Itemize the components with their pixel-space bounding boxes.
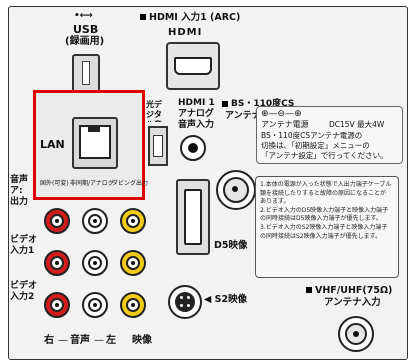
usb-section: •⟷ USB (録画用): [60, 10, 115, 94]
hdmi-analog-label2: アナログ: [178, 109, 214, 119]
note-line: の同時接続はD5映像入力端子が優先します。: [260, 215, 382, 223]
bs-label1: BS・110度CS: [231, 99, 295, 109]
antenna-polarity-symbols: ⊕—⊖—⊕: [261, 109, 302, 119]
notes-box: 1.本体の電源が入った状態で入出力端子ケーブル 類を接続したりすると故障の原因に…: [255, 176, 399, 278]
rca-jack-yellow[interactable]: [120, 208, 146, 234]
hdmi-analog-label1: HDMI 1: [178, 98, 215, 108]
bottom-left-label: 左: [106, 335, 116, 346]
bottom-right-label: 右: [44, 335, 54, 346]
optical-label: 光デジタル音声出力: [146, 100, 162, 122]
antenna-power-text3: 「アンテナ設定」で行ってください。: [261, 151, 388, 160]
s2-label: ◀ S2映像: [204, 294, 248, 305]
optical-port[interactable]: [148, 126, 168, 166]
hdmi-analog-label3: 音声入力: [178, 120, 215, 130]
usb-port[interactable]: [72, 54, 100, 94]
note-line: 2.ビデオ入力のD5映像入力端子と映像入力端子: [260, 206, 389, 214]
s2-port[interactable]: [168, 285, 202, 319]
rca-jack-white[interactable]: [82, 292, 108, 318]
hdmi-logo: HDMI: [168, 27, 203, 38]
video1-label1: ビデオ: [10, 235, 38, 245]
video2-labels: ビデオ 入力2: [10, 282, 40, 306]
hdmi1-label: HDMI 入力1 (ARC): [149, 12, 241, 23]
hdmi-analog-section: HDMI 1 アナログ 音声入力: [176, 97, 224, 167]
bottom-audio-label: 音声: [70, 335, 90, 346]
antenna-power-text1: BS・110度CSアンテナ電源の: [261, 131, 363, 140]
antenna-power-text2: 切換は、「初期設定」メニューの: [261, 141, 370, 150]
antenna-power-spec: DC15V 最大4W: [329, 120, 385, 129]
lan-sub-mid: 非同期/アナログ: [70, 180, 114, 187]
bs-section: BS・110度CS アンテナ入力: [222, 98, 294, 218]
usb-sublabel: (録画用): [65, 36, 105, 47]
vhf-marker: [306, 287, 312, 293]
antenna-power-label: アンテナ電源: [261, 120, 309, 129]
vhf-antenna-connector[interactable]: [338, 316, 374, 352]
lan-section: LAN 国外(可変) 非同期/アナログ ダビング出力: [36, 93, 148, 197]
rca-jack-yellow[interactable]: [120, 250, 146, 276]
video1-label2: 入力1: [10, 246, 35, 256]
d5-label: D5映像: [214, 240, 248, 251]
lan-sub-right: ダビング出力: [112, 180, 149, 187]
hdmi1-section: HDMI 入力1 (ARC) HDMI: [140, 10, 250, 95]
bottom-dash1: —: [58, 335, 68, 346]
audio-out-labels: 音声 ア: 出力: [10, 176, 32, 216]
bs-label2: アンテナ入力: [225, 111, 279, 121]
hdmi1-black-marker: [140, 14, 146, 20]
rca-jack-red[interactable]: [44, 250, 70, 276]
lan-label: LAN: [40, 138, 65, 151]
rca-jacks: [36, 204, 166, 324]
bottom-labels: 右 — 音声 — 左 映像: [40, 336, 190, 352]
hdmi1-port[interactable]: [166, 42, 220, 90]
lan-sub-left: 国外(可変): [40, 180, 69, 187]
note-line: の同時接続はS2映像入力端子が優先します。: [260, 232, 382, 240]
note-line: 1.本体の電源が入った状態で入出力端子ケーブル: [260, 181, 392, 188]
audio-out-label3: 出力: [10, 197, 29, 207]
note-line: 3.ビデオ入力のS2映像入力端子と映像入力端子: [260, 223, 388, 231]
s2-section: ◀ S2映像: [166, 283, 256, 319]
d5-port[interactable]: [176, 179, 210, 255]
hdmi-analog-jack[interactable]: [180, 135, 206, 161]
note-line: あります。: [260, 198, 290, 206]
lan-port[interactable]: [72, 117, 118, 169]
note-line: 類を接続したりすると故障の原因になることが: [260, 189, 387, 197]
video2-label2: 入力2: [10, 292, 35, 302]
rca-jack-red[interactable]: [44, 292, 70, 318]
optical-section: 光デジタル音声出力: [146, 98, 170, 173]
rca-jack-red[interactable]: [44, 208, 70, 234]
audio-out-label2: ア:: [10, 186, 23, 196]
bottom-video-label: 映像: [132, 335, 152, 346]
d5-section: D5映像: [170, 175, 248, 275]
antenna-power-box: ⊕—⊖—⊕ アンテナ電源 DC15V 最大4W BS・110度CSアンテナ電源の…: [256, 106, 403, 164]
video2-label1: ビデオ: [10, 281, 38, 291]
rca-jack-white[interactable]: [82, 208, 108, 234]
bs-antenna-connector[interactable]: [216, 170, 256, 210]
rca-jack-yellow[interactable]: [120, 292, 146, 318]
audio-out-label1: 音声: [10, 175, 29, 185]
bs-marker: [222, 101, 228, 107]
usb-label: USB: [73, 23, 99, 36]
bottom-dash2: —: [94, 335, 104, 346]
rca-jack-white[interactable]: [82, 250, 108, 276]
vhf-section: VHF/UHF(75Ω) アンテナ入力: [306, 284, 406, 358]
video1-labels: ビデオ 入力1: [10, 236, 40, 260]
vhf-label2: アンテナ入力: [324, 297, 381, 308]
vhf-label1: VHF/UHF(75Ω): [315, 285, 393, 296]
usb-symbol: •⟷: [74, 11, 93, 21]
